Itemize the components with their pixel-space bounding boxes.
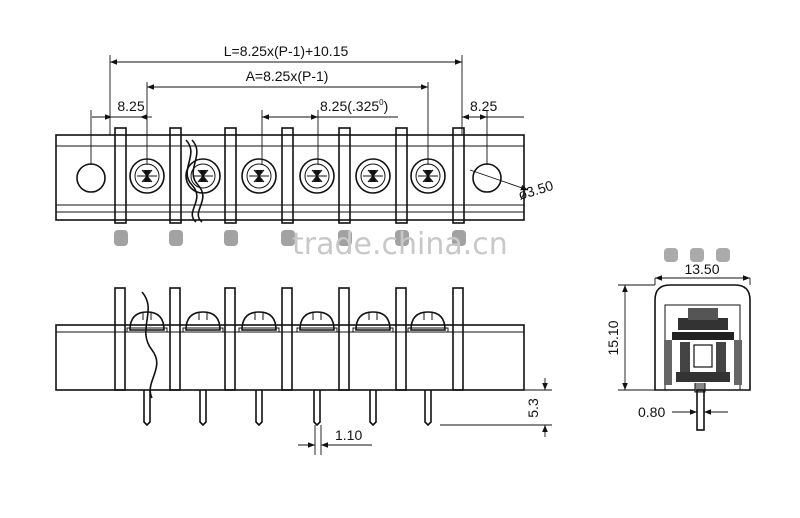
dim-pin-thickness: 0.80 — [638, 404, 665, 420]
pcb-pin — [313, 390, 321, 427]
side-barriers — [114, 287, 464, 391]
shadow-mark — [664, 248, 678, 262]
pcb-pin — [255, 390, 263, 427]
dim-hole-dia: ø3.50 — [516, 177, 555, 203]
dim-total-length: L=8.25x(P-1)+10.15 — [224, 43, 349, 59]
screw-head-icon — [185, 158, 221, 194]
top-screws — [129, 158, 446, 194]
end-clamp-detail — [664, 308, 742, 393]
screw-head-icon — [299, 158, 335, 194]
dim-width: 13.50 — [684, 261, 719, 277]
pcb-pin — [143, 390, 151, 427]
shadow-mark — [338, 230, 352, 246]
side-screw-icon — [182, 311, 224, 333]
top-barrier — [169, 127, 182, 224]
dim-line-hole-dia — [469, 169, 529, 191]
side-barrier — [281, 287, 293, 391]
side-screw-icon — [238, 311, 280, 333]
mounting-hole-right — [472, 163, 502, 193]
dim-pin-width: 1.10 — [335, 427, 362, 443]
side-screw-icon — [352, 311, 394, 333]
top-barrier — [224, 127, 237, 224]
side-screw-icon — [296, 311, 338, 333]
shadow-mark — [716, 248, 730, 262]
pcb-pin — [199, 390, 207, 427]
break-mark-side — [141, 291, 158, 399]
pcb-pin — [369, 390, 377, 427]
top-barrier — [281, 127, 294, 224]
top-barrier — [114, 127, 127, 224]
side-screws — [126, 311, 449, 333]
shadow-mark — [452, 230, 466, 246]
end-pin — [696, 389, 705, 431]
top-barrier — [452, 127, 465, 224]
dim-end-pitch: 8.25 — [470, 98, 497, 114]
dim-pitch-inch: 8.25(.3250) — [320, 98, 388, 114]
side-barrier — [114, 287, 126, 391]
side-pins — [143, 390, 432, 427]
end-body-outline — [654, 284, 751, 391]
dim-height: 15.10 — [605, 320, 621, 355]
side-barrier — [169, 287, 181, 391]
top-view: L=8.25x(P-1)+10.15 A=8.25x(P-1) 8.25 8.2… — [55, 43, 555, 224]
end-view: 13.50 15.10 0.80 — [605, 261, 751, 431]
side-view: 5.3 1.10 — [55, 287, 552, 455]
dim-pitch-span: A=8.25x(P-1) — [246, 68, 329, 84]
dim-pin-length: 5.3 — [525, 398, 541, 418]
side-barrier — [338, 287, 350, 391]
side-barrier — [452, 287, 464, 391]
top-barrier — [338, 127, 351, 224]
shadow-mark — [281, 230, 295, 246]
break-mark-top — [185, 139, 198, 223]
shadow-mark — [224, 230, 238, 246]
dim-pitch-left: 8.25 — [117, 98, 144, 114]
top-body-outline — [55, 134, 525, 221]
side-barrier — [395, 287, 407, 391]
shadow-mark — [395, 230, 409, 246]
shadow-mark — [169, 230, 183, 246]
side-screw-icon — [126, 311, 168, 333]
top-barrier — [395, 127, 408, 224]
side-barrier — [224, 287, 236, 391]
shadow-mark — [690, 248, 704, 262]
side-screw-icon — [407, 311, 449, 333]
shadow-marks — [114, 230, 730, 262]
shadow-mark — [114, 230, 128, 246]
pcb-pin — [424, 390, 432, 427]
top-barriers — [114, 127, 465, 224]
screw-head-icon — [355, 158, 391, 194]
mounting-hole-left — [76, 163, 106, 193]
screw-head-icon — [241, 158, 277, 194]
watermark: trade.china.cn — [292, 227, 508, 262]
